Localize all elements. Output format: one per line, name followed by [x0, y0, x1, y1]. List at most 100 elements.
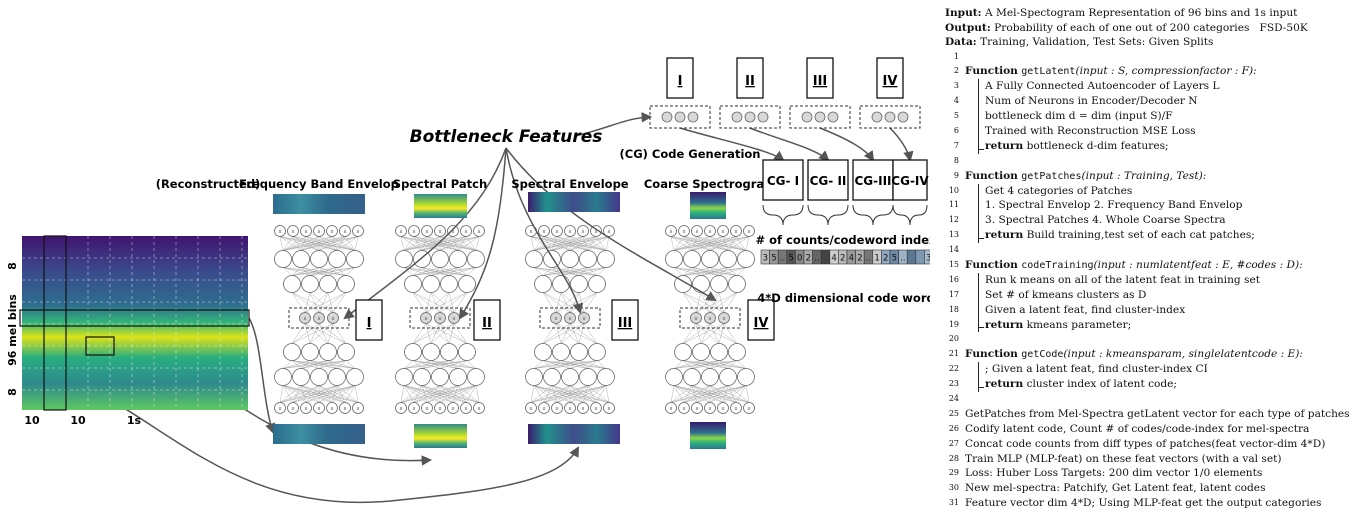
neuron-node	[665, 225, 677, 237]
codeword-value: 3	[763, 254, 768, 264]
network-edge	[279, 385, 302, 403]
neuron-node	[579, 368, 597, 386]
function-args: (input : kmeansparam, singlelatentcode :…	[1063, 348, 1303, 361]
network-edge	[551, 385, 610, 403]
algo-line-text: Feature vector dim 4*D; Using MLP-feat g…	[965, 497, 1322, 510]
spectral-patch-thumbnail	[414, 194, 467, 218]
network-edge	[291, 323, 306, 344]
function-signature: Function getPatches(input : Training, Te…	[965, 169, 1206, 184]
network-edge	[595, 385, 607, 403]
network-edge	[723, 323, 738, 344]
roman-label-top-ii: II	[745, 74, 755, 89]
network-edge	[683, 236, 711, 251]
network-edge	[709, 385, 737, 403]
flow-arrow	[458, 147, 507, 320]
network-edge	[700, 292, 711, 313]
network-edge	[282, 236, 333, 251]
network-edge	[318, 236, 359, 251]
neuron-node	[683, 368, 701, 386]
return-keyword: return	[985, 229, 1024, 242]
neuron-glyph: x	[608, 229, 611, 235]
neuron-glyph: x	[439, 406, 442, 412]
codeword-value: ..	[900, 254, 905, 264]
col-header-coarse: Coarse Spectrogram	[644, 177, 776, 191]
network-edge	[542, 323, 571, 344]
mel-axis-label: 96 mel bins	[6, 294, 19, 366]
network-edge	[332, 323, 347, 344]
roman-label-top-i: I	[678, 74, 683, 89]
neuron-glyph: x	[413, 229, 416, 235]
network-edge	[403, 385, 480, 403]
network-edge	[555, 323, 562, 344]
neuron-node	[691, 225, 703, 237]
line-number: 11	[948, 200, 959, 210]
function-keyword: Function	[965, 65, 1018, 78]
top-bottleneck-node	[814, 111, 826, 123]
network-edge	[673, 385, 750, 403]
neuron-glyph: x	[426, 229, 429, 235]
network-edge	[300, 360, 347, 369]
network-edge	[533, 236, 571, 251]
neuron-glyph: x	[569, 316, 572, 322]
network-edge	[569, 323, 580, 344]
brace-ii	[807, 204, 849, 226]
time-patch-outline	[43, 235, 67, 411]
bottleneck-box	[679, 307, 741, 329]
network-edge	[670, 236, 675, 251]
codeword-value: 2	[883, 254, 888, 264]
neuron-node	[473, 225, 485, 237]
neuron-node	[690, 312, 702, 324]
neuron-node	[730, 402, 742, 414]
algo-line: 8	[945, 154, 1357, 169]
neuron-node	[395, 250, 413, 268]
network-edge	[700, 323, 711, 344]
network-edge	[439, 360, 468, 369]
neuron-node	[287, 225, 299, 237]
network-edge	[282, 360, 293, 369]
top-bottleneck-node	[674, 111, 686, 123]
network-edge	[709, 236, 750, 251]
function-signature: Function getLatent(input : S, compressio…	[965, 64, 1257, 79]
neuron-glyph: x	[413, 406, 416, 412]
network-edge	[412, 267, 441, 276]
network-edge	[421, 236, 480, 251]
neuron-node	[413, 368, 431, 386]
network-edge	[345, 267, 356, 276]
network-edge	[745, 385, 750, 403]
function-name: getCode	[1021, 349, 1064, 361]
codeword-value: 2	[857, 254, 862, 264]
network-edge	[542, 267, 553, 276]
neuron-node	[538, 402, 550, 414]
network-edge	[709, 385, 747, 403]
neuron-node	[590, 225, 602, 237]
algo-line-text: Num of Neurons in Encoder/Decoder N	[985, 95, 1198, 108]
line-number: 6	[953, 125, 959, 135]
network-edge	[279, 385, 284, 403]
network-edge	[696, 236, 711, 251]
neuron-glyph: x	[709, 229, 712, 235]
network-edge	[304, 292, 347, 313]
network-edge	[292, 385, 356, 403]
line-number: 25	[948, 408, 959, 418]
network-edge	[327, 323, 334, 344]
return-keyword: return	[985, 378, 1024, 391]
network-edge	[533, 385, 558, 403]
neuron-node	[683, 250, 701, 268]
network-edge	[691, 236, 724, 251]
neuron-glyph: x	[331, 229, 334, 235]
network-edge	[691, 385, 698, 403]
network-edge	[412, 267, 459, 276]
network-edge	[569, 236, 610, 251]
neuron-glyph: x	[452, 229, 455, 235]
network-edge	[327, 292, 334, 313]
neuron-node	[578, 312, 590, 324]
neuron-glyph: x	[400, 406, 403, 412]
network-edge	[533, 236, 558, 251]
neuron-node	[525, 250, 543, 268]
algo-output-row: Output: Probability of each of one out o…	[945, 21, 1357, 36]
neuron-node	[603, 402, 615, 414]
network-edge	[582, 236, 607, 251]
neuron-node	[274, 250, 292, 268]
